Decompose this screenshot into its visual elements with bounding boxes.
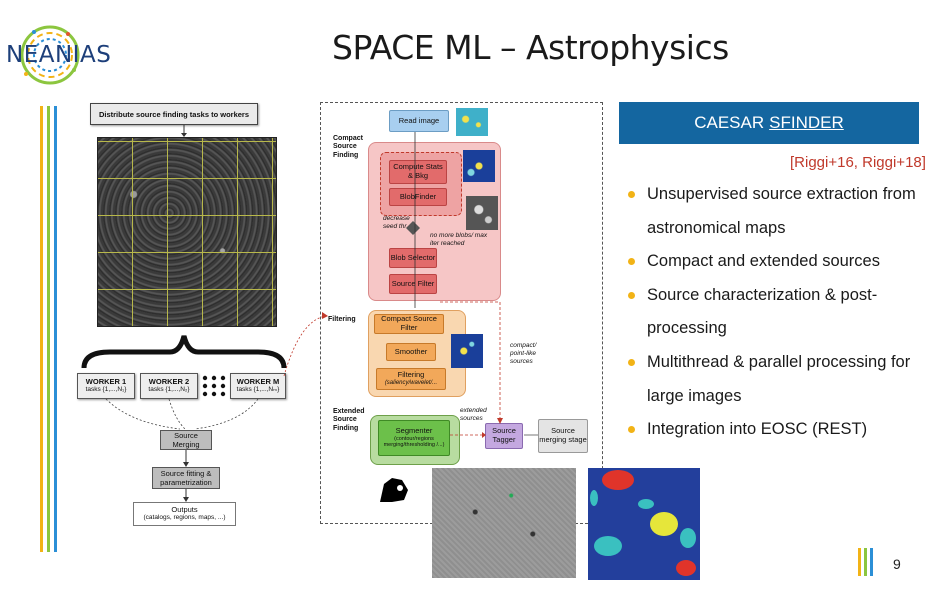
decor-bar-blue [54,106,57,552]
read-image-label: Read image [398,115,440,125]
blobfinder-label: BlobFinder [399,191,437,201]
arrow-fit-outputs [183,489,189,502]
smoother-label: Smoother [394,346,428,356]
sky-thumb-4 [451,334,483,368]
caesar-sfinder-header: CAESAR SFINDER [619,102,919,144]
smoother-box: Smoother [386,343,436,361]
caesar-label: CAESAR [694,113,765,132]
compact-arrows [414,132,416,308]
page-bar-green [864,548,867,576]
source-merging-stage-label: Source merging stage [539,426,587,444]
segmentation-map-image [588,468,700,580]
source-merging-label: Source Merging [172,431,200,449]
worker-1-tasks: tasks {1,...,N₁} [85,386,127,393]
mask-thumb [378,474,410,504]
outputs-box: Outputs (catalogs, regions, maps, ...) [133,502,236,526]
compute-stats-label: Compute Stats & Bkg [393,162,443,180]
worker-m-tasks: tasks {1,...,Nₘ} [236,386,280,393]
tiled-sky-image [97,137,277,327]
page-number: 9 [893,556,901,572]
slide-title: SPACE ML – Astrophysics [332,28,729,67]
sky-thumb-2 [463,150,495,182]
compute-stats-box: Compute Stats & Bkg [389,160,447,184]
segmenter-box: Segmenter (contour/regions merging/thres… [378,420,450,456]
extended-section-label: Extended Source Finding [333,408,365,432]
no-more-note: no more blobs/ max iter reached [430,232,488,247]
logo-text: NEANIAS [6,42,112,68]
worker-2-box: WORKER 2 tasks {1,...,N₂} [140,373,198,399]
compact-filter-box: Compact Source Filter [374,314,444,334]
segmenter-label: Segmenter [395,426,433,436]
source-fitting-box: Source fitting & parametrization [152,467,220,489]
worker-1-name: WORKER 1 [85,377,127,386]
worker-1-box: WORKER 1 tasks {1,...,N₁} [77,373,135,399]
decor-bar-yellow [40,106,43,552]
read-image-box: Read image [389,110,449,132]
source-merging-box: Source Merging [160,430,212,450]
arrow-merge-fit [183,450,189,467]
blob-selector-box: Blob Selector [389,248,437,268]
worker-m-box: WORKER M tasks {1,...,Nₘ} [230,373,286,399]
source-tagger-box: Source Tagger [485,423,523,449]
sfinder-label: SFINDER [769,113,844,132]
residual-map-image [432,468,576,578]
compact-filter-label: Compact Source Filter [381,314,437,332]
page-bar-blue [870,548,873,576]
bullet-item: Integration into EOSC (REST) [625,413,925,447]
worker-2-tasks: tasks {1,...,N₂} [148,386,190,393]
compact-point-note: compact/ point-like sources [510,342,537,365]
red-connectors [440,301,538,438]
worker-2-name: WORKER 2 [148,377,190,386]
distribute-box: Distribute source finding tasks to worke… [90,103,258,125]
bullet-item: Unsupervised source extraction from astr… [625,178,925,245]
feature-list: Unsupervised source extraction from astr… [625,178,925,447]
outputs-label: Outputs [171,505,198,514]
sky-thumb-1 [456,108,488,136]
filtering-section-label: Filtering [328,316,356,323]
bullet-item: Multithread & parallel processing for la… [625,346,925,413]
distribute-label: Distribute source finding tasks to worke… [98,109,250,119]
bullet-item: Source characterization & post-processin… [625,279,925,346]
decor-bar-green [47,106,50,552]
blobfinder-box: BlobFinder [389,188,447,206]
bullet-item: Compact and extended sources [625,245,925,279]
source-fitting-label: Source fitting & parametrization [160,469,212,487]
source-filter-label: Source Filter [391,278,435,288]
curly-brace [81,335,287,369]
worker-m-name: WORKER M [236,377,280,386]
decrease-note: decrease seed thr [383,215,410,230]
connector-worker-center [283,312,328,377]
segmenter-sub: (contour/regions merging/thresholding /.… [383,436,445,449]
sky-thumb-3 [466,196,498,230]
worker-ellipsis [201,372,227,400]
page-bar-yellow [858,548,861,576]
arrow-distribute [181,125,187,137]
source-tagger-label: Source Tagger [492,426,516,444]
references: [Riggi+16, Riggi+18] [790,154,926,171]
extended-sources-note: extended sources [460,407,487,422]
source-merging-stage-box: Source merging stage [538,419,588,453]
worker-merge-arrows [105,399,259,430]
filtering-box: Filtering (saliency/wavelet/... [376,368,446,390]
outputs-sub: (catalogs, regions, maps, ...) [143,514,226,521]
filtering-sub: (saliency/wavelet/... [384,379,438,386]
filtering-label: Filtering [397,370,425,380]
neanias-logo [4,18,96,92]
source-filter-box: Source Filter [389,274,437,294]
blob-selector-label: Blob Selector [390,252,436,262]
decision-diamond [406,221,420,235]
compact-section-label: Compact Source Finding [333,135,363,159]
